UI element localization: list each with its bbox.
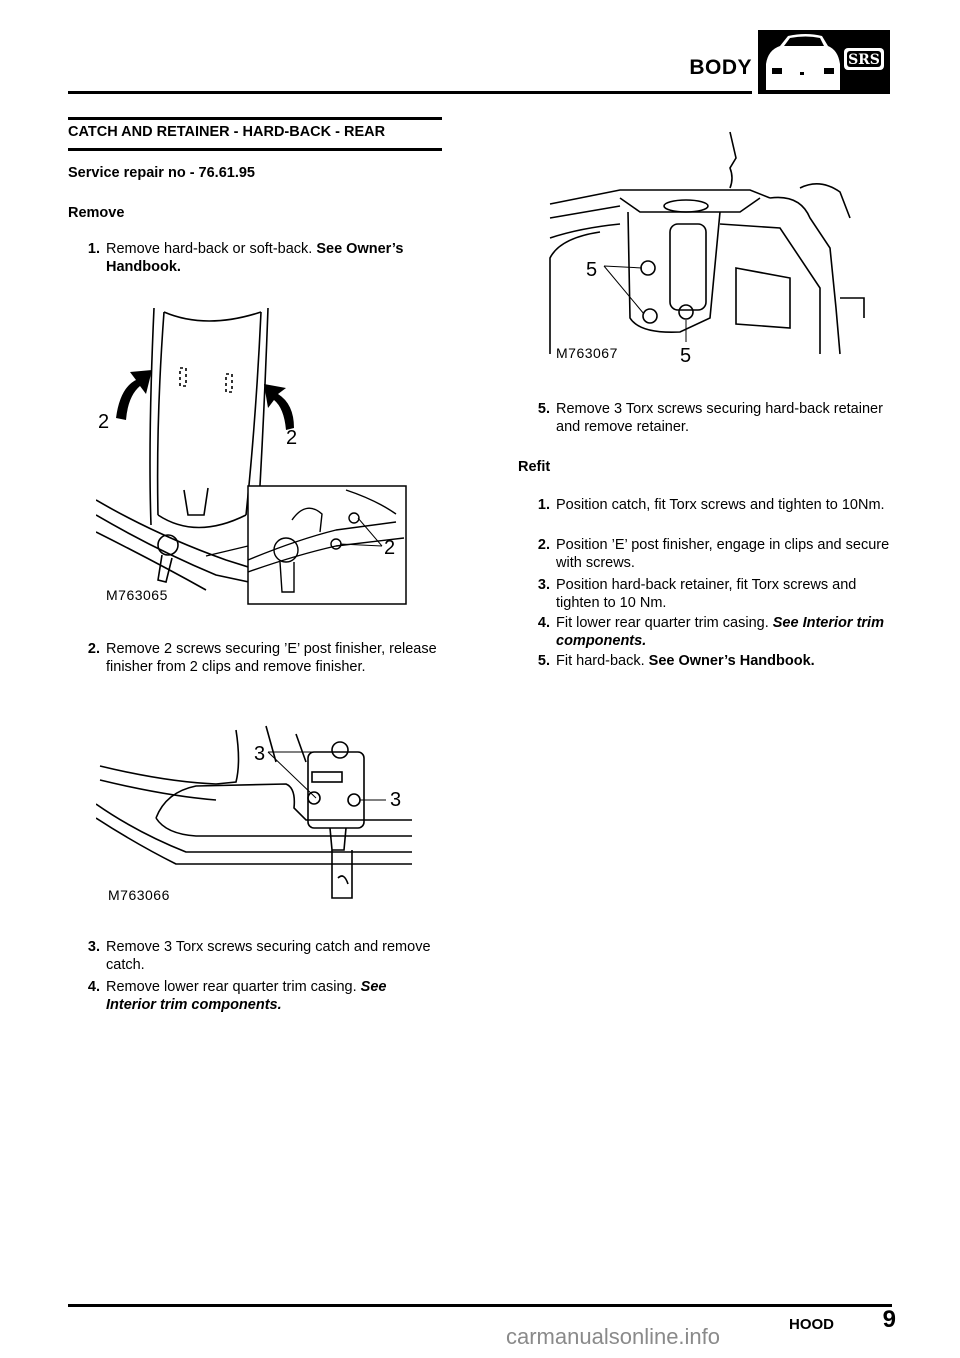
step-number: 2. xyxy=(537,537,550,553)
remove-step-5: 5. Remove 3 Torx screws securing hard-ba… xyxy=(518,400,898,440)
callout-label: 3 xyxy=(390,789,401,811)
callout-label: 5 xyxy=(680,345,691,367)
figure-m763065: 2 2 2 M763065 xyxy=(95,300,416,610)
refit-step-5: 5. Fit hard-back. See Owner’s Handbook. xyxy=(518,652,898,674)
step-text: Fit lower rear quarter trim casing. xyxy=(556,615,773,631)
remove-step-2: 2. Remove 2 screws securing ’E’ post fin… xyxy=(68,640,448,700)
illustration-retainer: 5 5 M763067 xyxy=(549,131,865,367)
remove-step-4: 4. Remove lower rear quarter trim casing… xyxy=(68,978,448,1018)
car-front-icon: SRS xyxy=(766,34,884,90)
header-rule xyxy=(68,91,752,94)
callout-label: 2 xyxy=(98,411,109,433)
step-text: Remove hard-back or soft-back. xyxy=(106,241,317,257)
illustration-e-post-finisher: 2 2 2 M763065 xyxy=(95,307,407,605)
step-number: 3. xyxy=(537,577,550,593)
page-number: 9 xyxy=(882,1306,896,1333)
cross-reference: See Interior trim components. xyxy=(556,615,884,649)
step-text: Position ’E’ post finisher, engage in cl… xyxy=(556,537,890,571)
refit-step-1: 1. Position catch, fit Torx screws and t… xyxy=(518,496,898,536)
step-number: 4. xyxy=(537,615,550,631)
refit-step-4: 4. Fit lower rear quarter trim casing. S… xyxy=(518,614,898,654)
badge-text: SRS xyxy=(848,52,880,68)
srs-badge: SRS xyxy=(758,30,890,94)
section-rule-bottom xyxy=(68,148,442,151)
figure-m763067: 5 5 M763067 xyxy=(540,128,870,368)
step-number: 1. xyxy=(537,497,550,513)
step-text: Remove lower rear quarter trim casing. xyxy=(106,979,361,995)
step-text: Fit hard-back. xyxy=(556,653,649,669)
cross-reference: See Owner’s Handbook. xyxy=(106,241,404,275)
step-text: Position hard-back retainer, fit Torx sc… xyxy=(556,577,857,611)
figure-label: M763066 xyxy=(108,887,170,903)
callout-label: 2 xyxy=(384,537,395,559)
watermark: carmanualsonline.info xyxy=(506,1324,721,1349)
step-number: 5. xyxy=(537,401,550,417)
refit-heading: Refit xyxy=(518,459,551,475)
figure-m763066: 3 3 M763066 xyxy=(95,722,416,912)
figure-label: M763067 xyxy=(556,345,618,361)
section-rule-top xyxy=(68,117,442,120)
step-number: 2. xyxy=(87,641,100,657)
remove-step-3: 3. Remove 3 Torx screws securing catch a… xyxy=(68,938,448,978)
illustration-catch: 3 3 M763066 xyxy=(95,725,412,903)
remove-heading: Remove xyxy=(68,205,125,221)
callout-label: 3 xyxy=(254,743,265,765)
service-repair-no: Service repair no - 76.61.95 xyxy=(68,165,255,181)
figure-label: M763065 xyxy=(106,587,168,603)
step-text: Remove 2 screws securing ’E’ post finish… xyxy=(106,641,437,675)
page-header-title: BODY xyxy=(689,56,752,79)
step-text: Remove 3 Torx screws securing catch and … xyxy=(106,939,431,973)
callout-label: 2 xyxy=(286,427,297,449)
callout-label: 5 xyxy=(586,259,597,281)
cross-reference: See Interior trim components. xyxy=(106,979,387,1013)
cross-reference: See Owner’s Handbook. xyxy=(648,653,815,669)
refit-step-2: 2. Position ’E’ post finisher, engage in… xyxy=(518,536,898,576)
footer-rule xyxy=(68,1304,892,1307)
refit-step-3: 3. Position hard-back retainer, fit Torx… xyxy=(518,576,898,616)
step-number: 5. xyxy=(537,653,550,669)
section-title: CATCH AND RETAINER - HARD-BACK - REAR xyxy=(68,124,386,140)
footer-section-name: HOOD xyxy=(789,1316,834,1333)
step-number: 3. xyxy=(87,939,100,955)
remove-step-1: 1. Remove hard-back or soft-back. See Ow… xyxy=(68,240,448,280)
step-number: 4. xyxy=(87,979,100,995)
step-number: 1. xyxy=(87,241,100,257)
step-text: Position catch, fit Torx screws and tigh… xyxy=(556,497,885,513)
step-text: Remove 3 Torx screws securing hard-back … xyxy=(556,401,883,435)
